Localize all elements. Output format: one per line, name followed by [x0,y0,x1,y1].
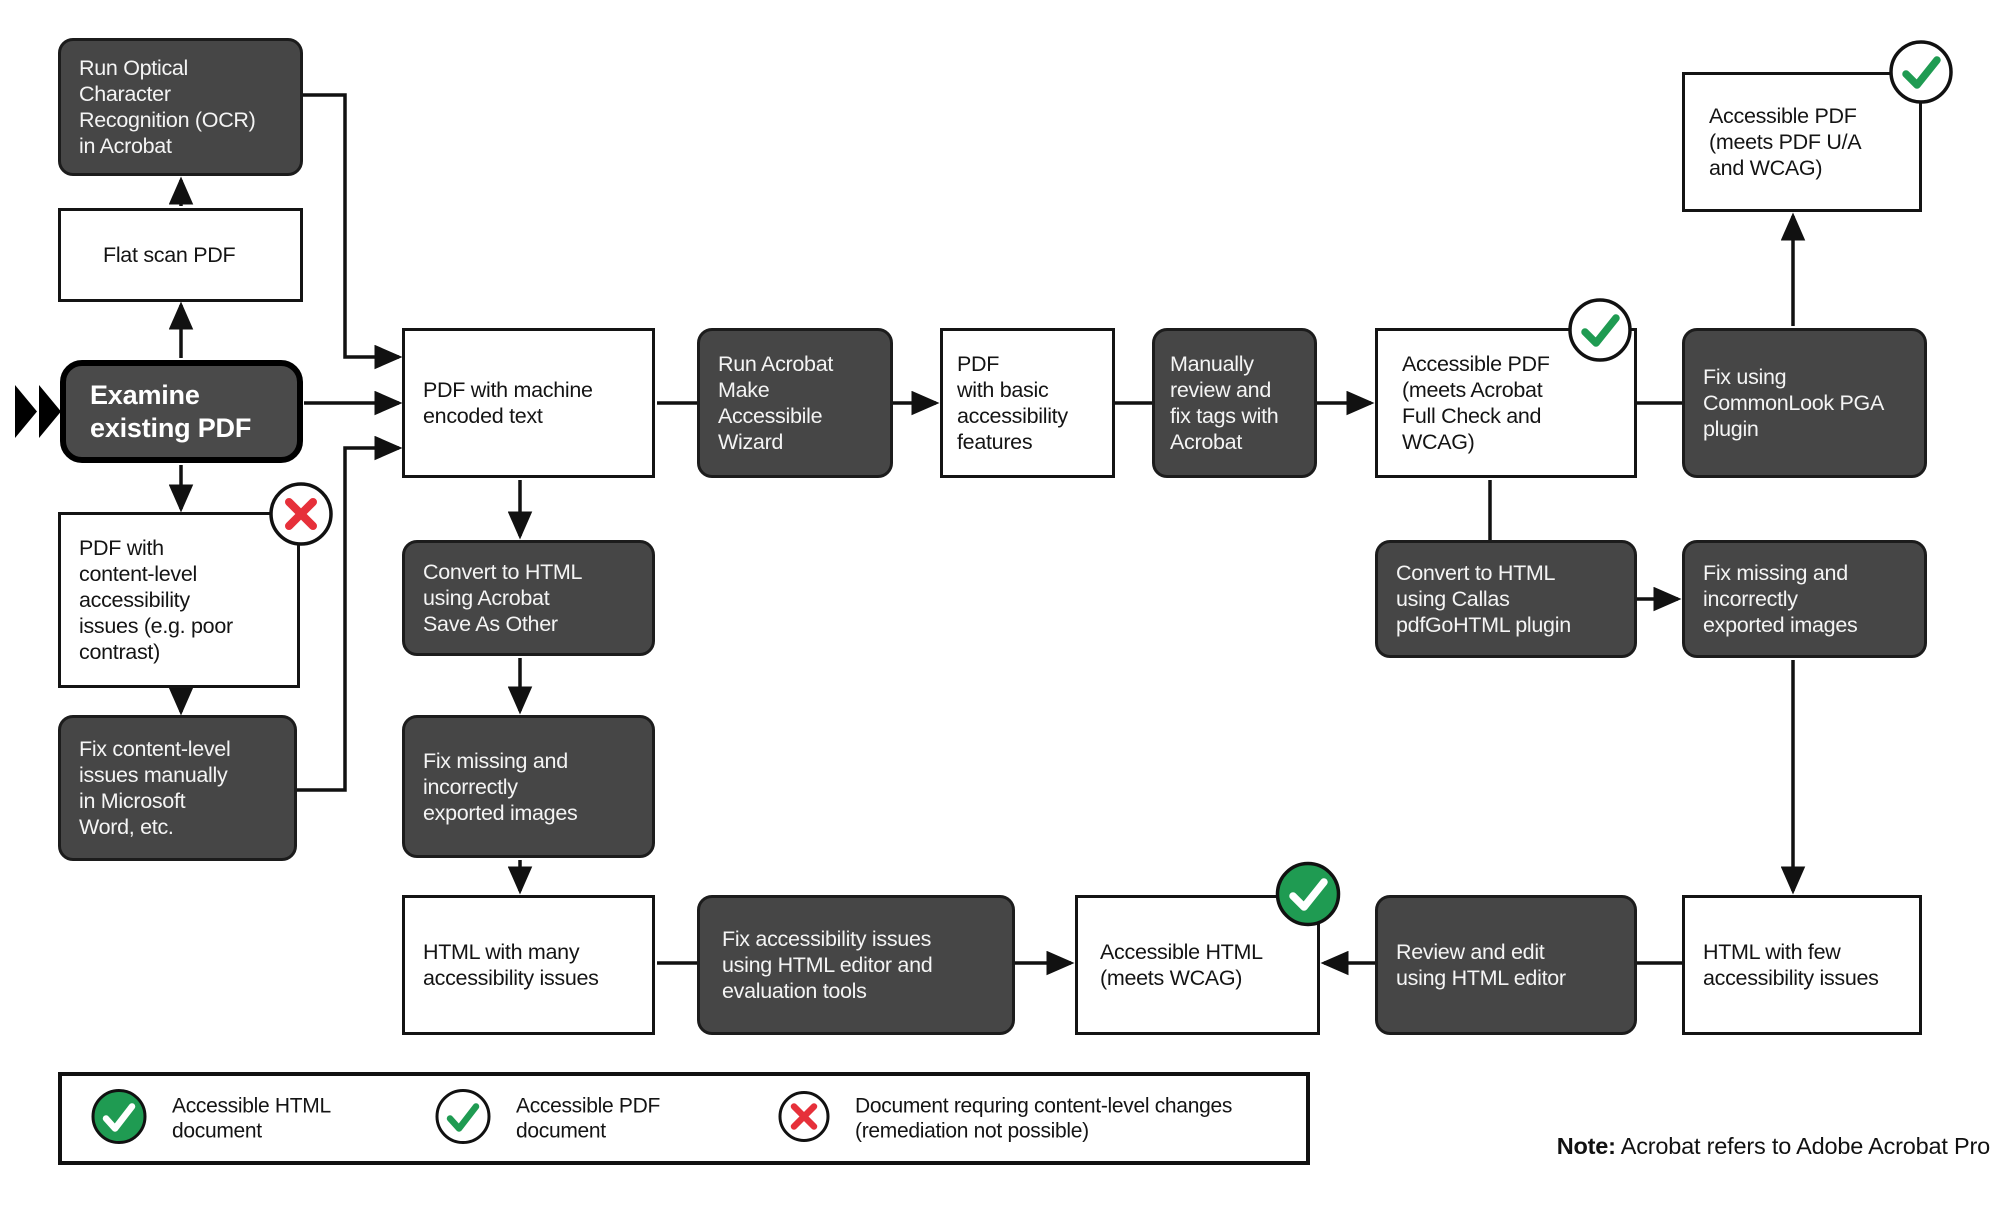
node-fix-a11y-html-editor: Fix accessibility issues using HTML edit… [697,895,1015,1035]
node-pdf-basic-features: PDF with basic accessibility features [940,328,1115,478]
node-html-many-issues: HTML with many accessibility issues [402,895,655,1035]
node-fix-images-left: Fix missing and incorrectly exported ima… [402,715,655,858]
node-label: PDF with content-level accessibility iss… [79,536,233,664]
node-examine-existing-pdf: Examine existing PDF [60,360,303,463]
node-label: Fix content-level issues manually in Mic… [79,737,231,839]
node-review-edit-html-editor: Review and edit using HTML editor [1375,895,1637,1035]
node-label: Manually review and fix tags with Acroba… [1170,352,1279,454]
legend-item-accessible-pdf: Accessible PDF document [434,1087,660,1150]
legend: Accessible HTML document Accessible PDF … [58,1072,1310,1165]
arrow-fix-content-to-pdf-machine [297,435,403,792]
node-fix-commonlook-pga: Fix using CommonLook PGA plugin [1682,328,1927,478]
node-html-few-issues: HTML with few accessibility issues [1682,895,1922,1035]
node-accessible-pdf-ua: Accessible PDF (meets PDF U/A and WCAG) [1682,72,1922,212]
node-label: HTML with many accessibility issues [423,940,599,990]
legend-item-accessible-html: Accessible HTML document [90,1087,331,1150]
footer-note: Note: Acrobat refers to Adobe Acrobat Pr… [1556,1133,1991,1160]
node-label: Convert to HTML using Acrobat Save As Ot… [423,560,583,636]
red-x-icon [267,480,335,553]
node-label: Accessible PDF (meets Acrobat Full Check… [1402,352,1550,454]
node-flat-scan-pdf: Flat scan PDF [58,208,303,302]
check-outline-icon [434,1087,492,1150]
node-convert-html-acrobat: Convert to HTML using Acrobat Save As Ot… [402,540,655,656]
node-manually-review-tags: Manually review and fix tags with Acroba… [1152,328,1317,478]
double-chevron-icon [15,385,61,443]
legend-label: Accessible HTML document [172,1094,331,1143]
node-fix-images-right: Fix missing and incorrectly exported ima… [1682,540,1927,658]
legend-label: Accessible PDF document [516,1094,661,1143]
node-fix-content-issues: Fix content-level issues manually in Mic… [58,715,297,861]
check-outline-icon [1887,38,1955,111]
node-run-ocr: Run Optical Character Recognition (OCR) … [58,38,303,176]
node-label: HTML with few accessibility issues [1703,940,1879,990]
node-label: PDF with basic accessibility features [957,352,1068,454]
node-label: Review and edit using HTML editor [1396,940,1566,990]
node-label: PDF with machine encoded text [423,378,593,428]
check-outline-icon [1566,296,1634,369]
node-pdf-machine-text: PDF with machine encoded text [402,328,655,478]
node-run-make-accessible-wizard: Run Acrobat Make Accessibile Wizard [697,328,893,478]
node-convert-html-callas: Convert to HTML using Callas pdfGoHTML p… [1375,540,1637,658]
red-x-icon [777,1089,831,1148]
legend-label: Document requring content-level changes … [855,1094,1233,1143]
node-label: Examine existing PDF [90,379,252,443]
node-label: Accessible PDF (meets PDF U/A and WCAG) [1709,104,1862,180]
node-label: Run Acrobat Make Accessibile Wizard [718,352,834,454]
note-text: Acrobat refers to Adobe Acrobat Pro [1615,1133,1990,1159]
node-label: Convert to HTML using Callas pdfGoHTML p… [1396,561,1571,637]
check-filled-icon [90,1087,148,1150]
check-filled-icon [1274,860,1342,933]
node-label: Fix using CommonLook PGA plugin [1703,365,1885,441]
node-label: Accessible HTML (meets WCAG) [1100,940,1263,990]
node-label: Run Optical Character Recognition (OCR) … [79,56,256,158]
node-label: Fix accessibility issues using HTML edit… [722,927,933,1003]
node-label: Fix missing and incorrectly exported ima… [423,748,578,825]
node-pdf-content-issues: PDF with content-level accessibility iss… [58,512,300,688]
node-label: Flat scan PDF [103,243,236,267]
note-label: Note: [1556,1133,1616,1159]
node-label: Fix missing and incorrectly exported ima… [1703,561,1858,637]
node-accessible-html: Accessible HTML (meets WCAG) [1075,895,1320,1035]
legend-item-content-level-changes: Document requring content-level changes … [777,1089,1232,1148]
arrow-ocr-to-pdf-machine [303,93,403,370]
